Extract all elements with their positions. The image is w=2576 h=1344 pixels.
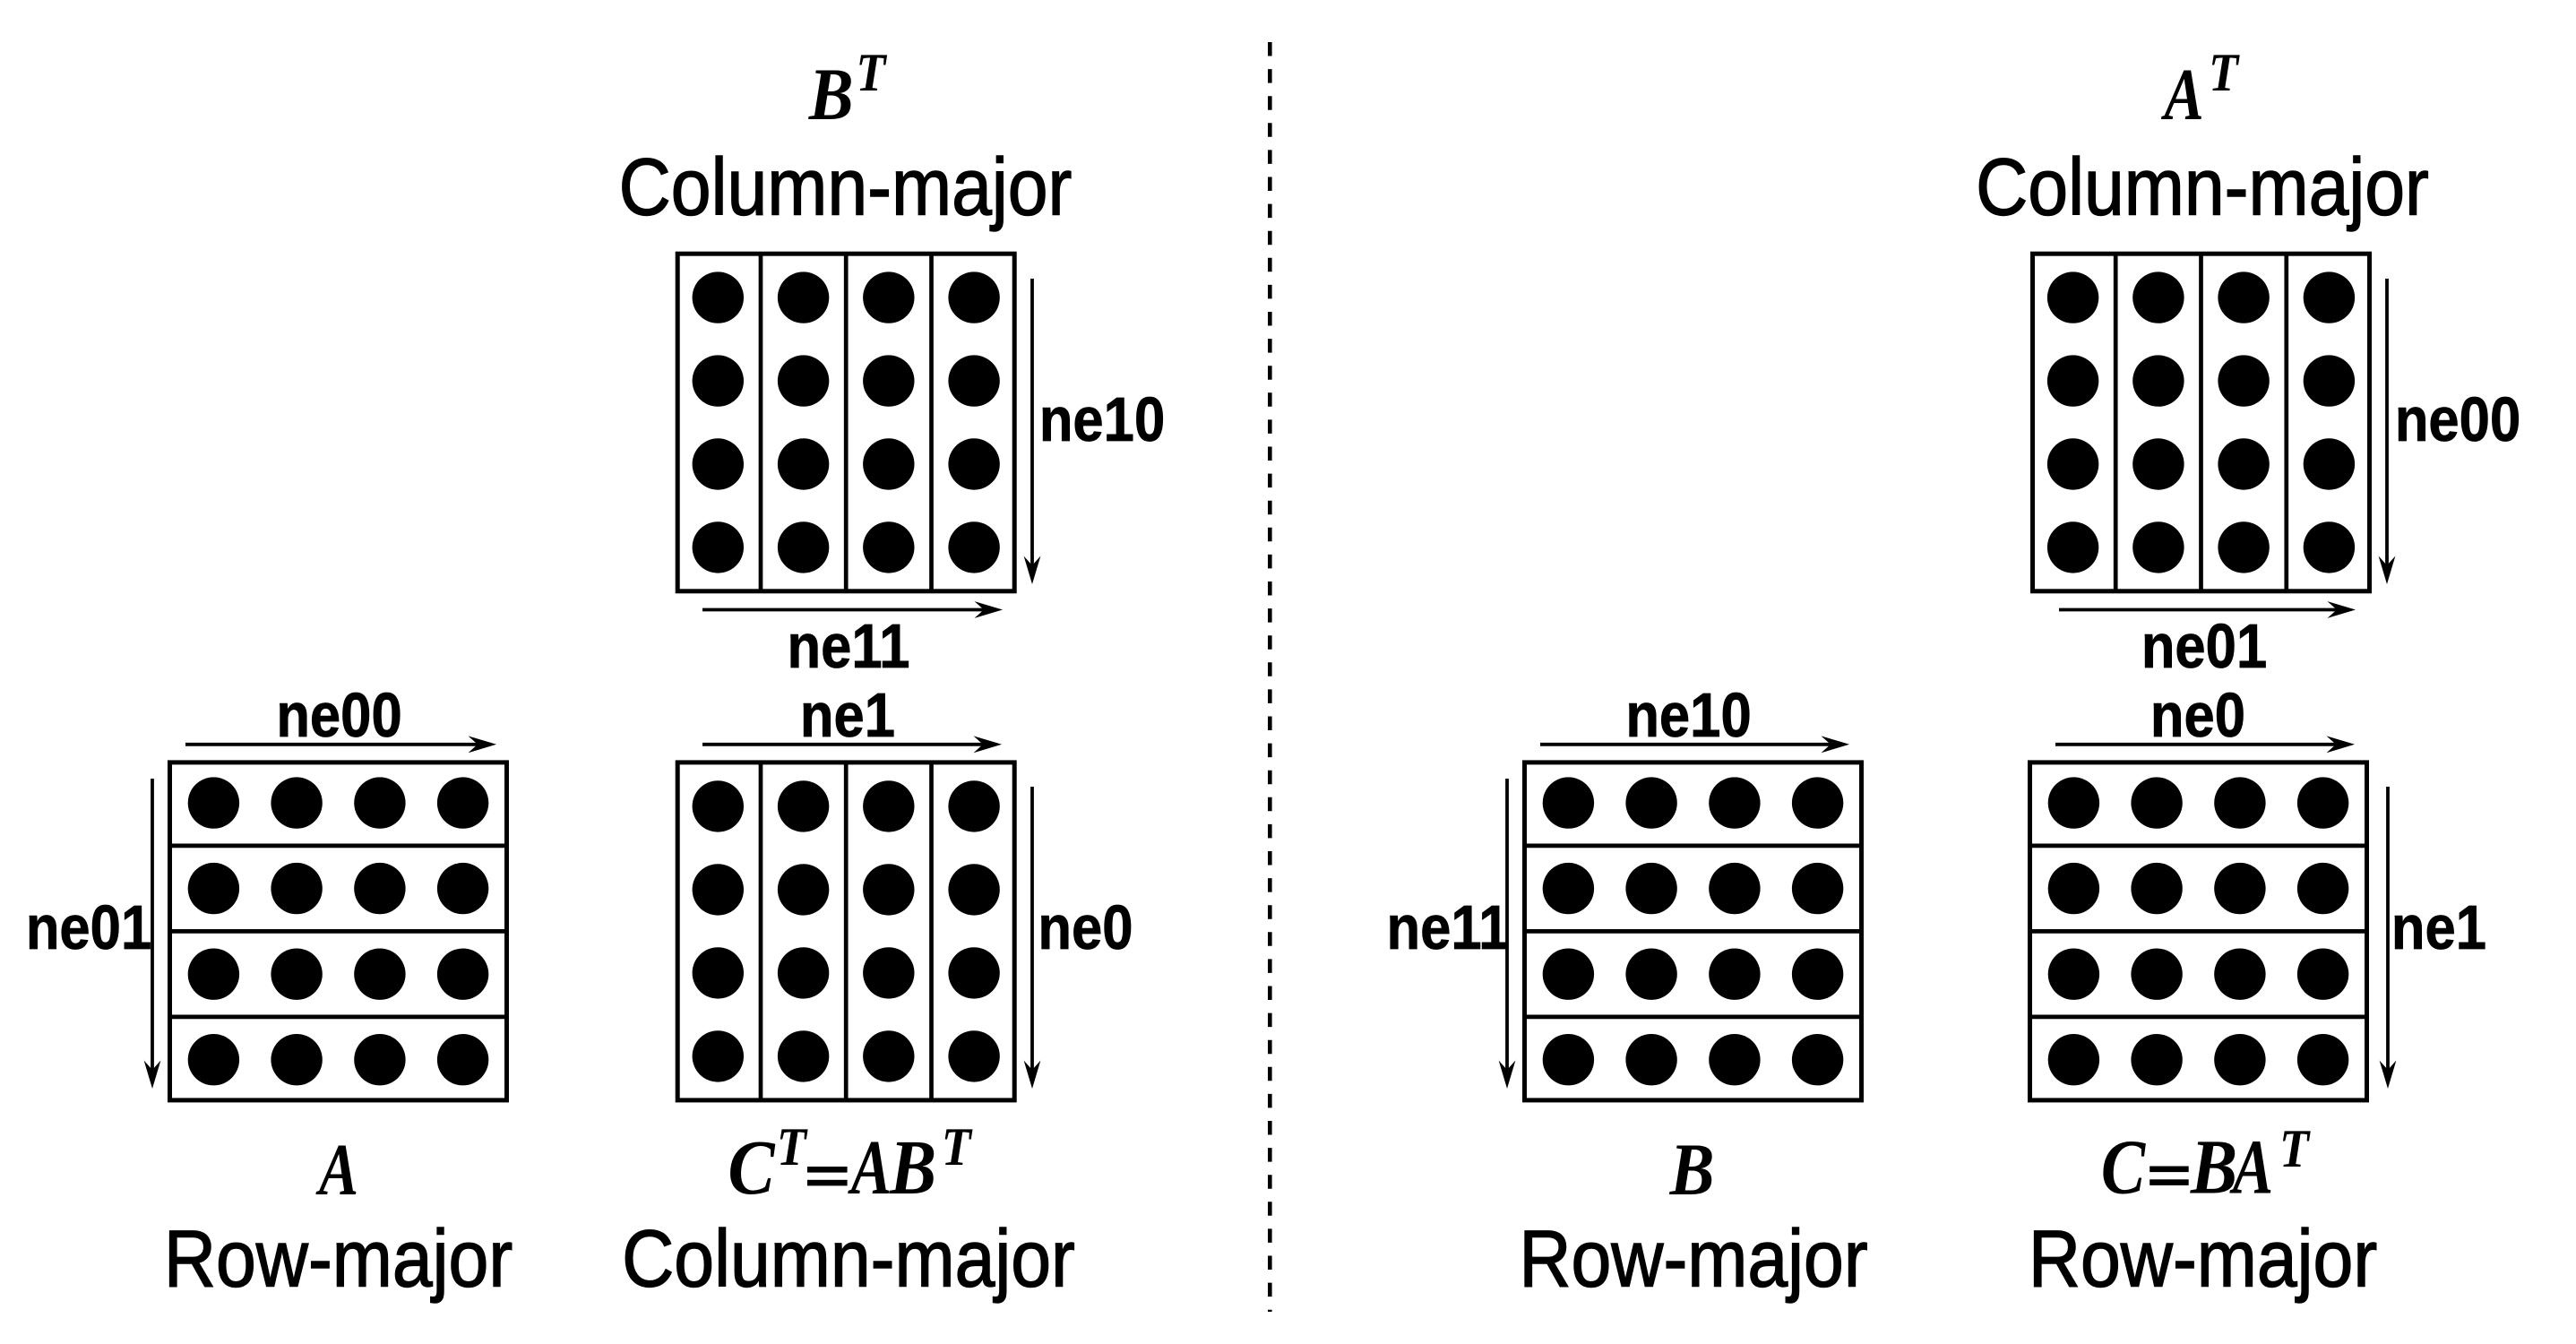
svg-text:ne01: ne01 (2141, 610, 2267, 681)
svg-text:ne10: ne10 (1039, 383, 1165, 454)
svg-text:ne1: ne1 (2391, 892, 2486, 962)
svg-text:T: T (2209, 43, 2240, 102)
svg-text:T: T (2279, 1119, 2311, 1178)
svg-text:ne11: ne11 (1387, 892, 1510, 962)
svg-text:C: C (2101, 1124, 2146, 1210)
svg-text:ne00: ne00 (276, 679, 401, 750)
svg-text:Row-major: Row-major (1519, 1214, 1867, 1304)
svg-text:A: A (2229, 1123, 2274, 1210)
svg-text:Row-major: Row-major (164, 1214, 513, 1304)
svg-text:Column-major: Column-major (622, 1214, 1075, 1304)
svg-text:ne01: ne01 (26, 892, 151, 962)
svg-text:Column-major: Column-major (619, 142, 1073, 232)
svg-text:Column-major: Column-major (1976, 142, 2429, 232)
svg-text:B: B (808, 54, 854, 135)
svg-text:ne11: ne11 (788, 610, 910, 681)
svg-text:B: B (1669, 1129, 1715, 1210)
svg-text:ne1: ne1 (800, 679, 895, 750)
svg-text:A: A (2161, 54, 2204, 136)
svg-text:C: C (728, 1124, 775, 1210)
svg-text:B: B (889, 1124, 936, 1210)
svg-text:ne0: ne0 (2150, 679, 2245, 750)
svg-text:ne0: ne0 (1038, 892, 1133, 962)
svg-text:T: T (856, 43, 887, 102)
svg-text:ne00: ne00 (2395, 383, 2520, 454)
svg-text:A: A (315, 1129, 358, 1211)
svg-text:B: B (2190, 1124, 2237, 1210)
svg-text:A: A (847, 1124, 892, 1210)
svg-text:T: T (777, 1117, 808, 1176)
svg-text:T: T (942, 1117, 973, 1176)
svg-text:Row-major: Row-major (2029, 1214, 2377, 1304)
svg-text:ne10: ne10 (1625, 679, 1751, 750)
